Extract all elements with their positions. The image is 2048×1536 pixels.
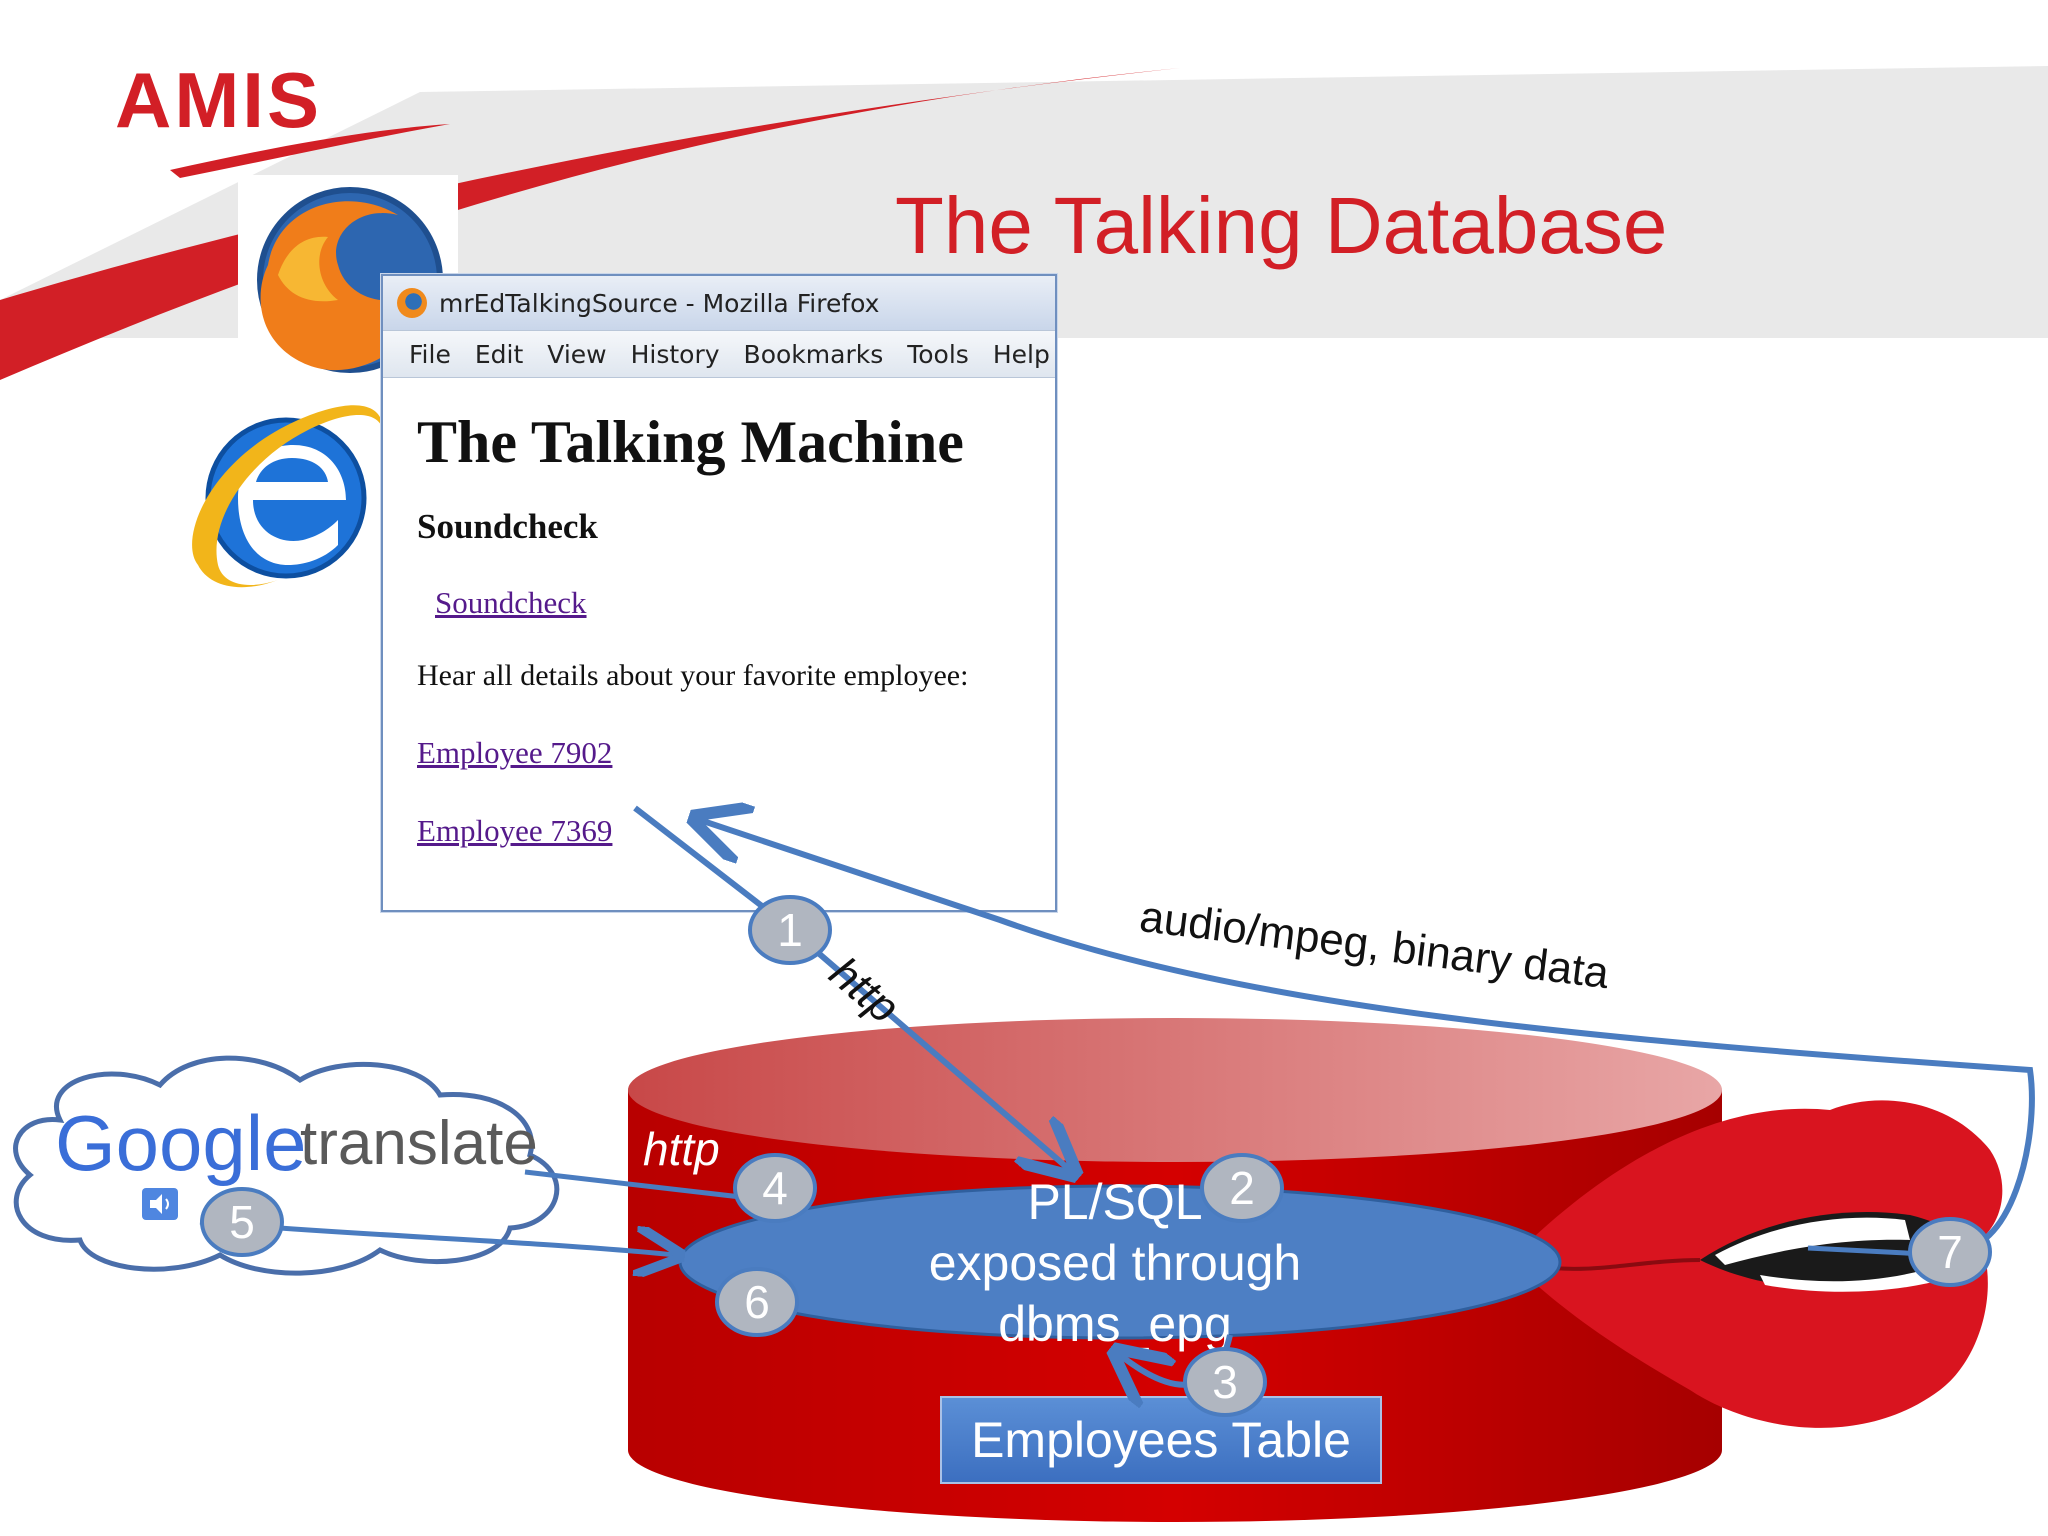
page-heading: The Talking Machine [417,409,964,475]
google-word: Google [55,1099,307,1187]
plsql-line: exposed through [928,1235,1302,1291]
gray-title-band [0,66,2048,338]
page-content: The Talking Machine Soundcheck Soundchec… [383,378,1055,849]
slide-title: The Talking Database [895,181,1668,270]
step-badge: 3 [1183,1347,1267,1417]
internet-explorer-icon [192,405,383,588]
employee-link[interactable]: Employee 7902 [417,735,613,770]
step-badge: 1 [748,895,832,965]
menu-bar: File Edit View History Bookmarks Tools H… [383,330,1055,378]
arrow-response [700,820,2035,1252]
soundcheck-link[interactable]: Soundcheck [435,585,587,620]
step-badge: 6 [715,1267,799,1337]
step-number: 7 [1937,1226,1963,1278]
step-number: 4 [762,1162,788,1214]
employees-table: Employees Table [940,1396,1382,1484]
step-badge: 2 [1200,1153,1284,1223]
menu-file[interactable]: File [409,339,451,369]
window-title: mrEdTalkingSource - Mozilla Firefox [439,288,880,318]
step-badge: 4 [733,1153,817,1223]
translate-text: translate [300,1109,538,1178]
menu-history[interactable]: History [630,339,720,369]
firefox-small-icon [397,288,427,318]
step-number: 3 [1212,1356,1238,1408]
http-label: http [643,1123,720,1175]
step-number: 2 [1229,1162,1255,1214]
employee-link[interactable]: Employee 7369 [417,813,613,848]
logo-swoosh [170,124,450,178]
page-subheading: Soundcheck [417,507,598,546]
speaker-icon[interactable] [142,1188,178,1220]
step-badge: 5 [200,1187,284,1257]
menu-bookmarks[interactable]: Bookmarks [743,339,884,369]
step-number: 5 [229,1196,255,1248]
step-number: 1 [777,904,803,956]
plsql-component: PL/SQL exposed through dbms_epg [830,1172,1400,1355]
amis-logo: AMIS [115,56,322,144]
menu-view[interactable]: View [547,339,607,369]
menu-tools[interactable]: Tools [907,339,969,369]
firefox-window: mrEdTalkingSource - Mozilla Firefox File… [381,274,1057,912]
step-badge: 7 [1908,1217,1992,1287]
step-number: 6 [744,1276,770,1328]
window-titlebar: mrEdTalkingSource - Mozilla Firefox [383,276,1055,330]
menu-help[interactable]: Help [992,339,1050,369]
intro-text: Hear all details about your favorite emp… [417,659,969,692]
google-logo-text: Google [55,1098,307,1189]
menu-edit[interactable]: Edit [474,339,524,369]
